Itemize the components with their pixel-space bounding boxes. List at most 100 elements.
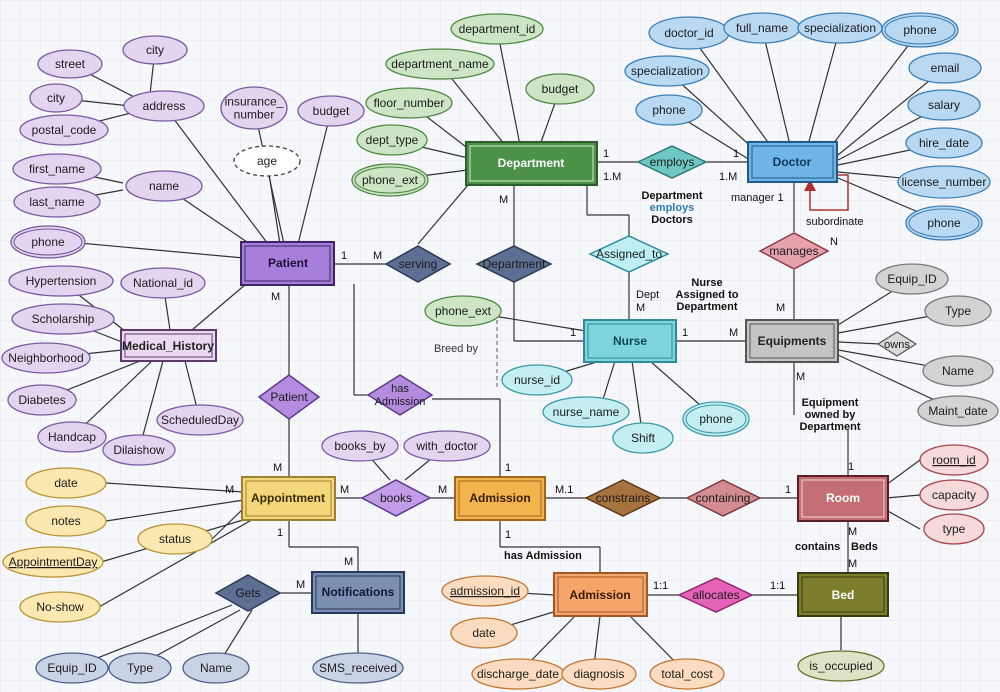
attribute-postal-code[interactable]: postal_code — [19, 114, 109, 146]
attribute-total-cost[interactable]: total_cost — [649, 658, 725, 690]
attribute-room-id[interactable]: room_id — [919, 444, 989, 476]
entity-admission-main[interactable]: Admission — [454, 476, 546, 521]
attribute-with-doctor[interactable]: with_doctor — [403, 430, 491, 462]
attribute-hire-date[interactable]: hire_date — [905, 127, 983, 159]
attribute-specialization-left[interactable]: specialization — [624, 55, 710, 87]
attribute-floor-number[interactable]: floor_number — [365, 87, 453, 119]
attribute-specialization-top[interactable]: specialization — [797, 12, 883, 44]
relationship-patient[interactable]: Patient — [257, 374, 321, 420]
attribute-department-id[interactable]: department_id — [450, 13, 544, 45]
entity-notifications[interactable]: Notifications — [311, 571, 405, 614]
attribute-address[interactable]: address — [123, 90, 205, 122]
attribute-dilaishow[interactable]: Dilaishow — [102, 434, 176, 466]
attribute-sms-received[interactable]: SMS_received — [312, 652, 404, 684]
attribute-scheduledday[interactable]: ScheduledDay — [156, 404, 244, 436]
relationship-manages[interactable]: manages — [758, 232, 830, 270]
attribute-equip-id-top[interactable]: Equip_ID — [875, 263, 949, 295]
entity-doctor[interactable]: Doctor — [747, 141, 838, 183]
relationship-books[interactable]: books — [360, 479, 432, 517]
attribute-doctor-id[interactable]: doctor_id — [648, 16, 730, 50]
attribute-last-name[interactable]: last_name — [13, 186, 101, 218]
attribute-phone-ext-dept[interactable]: phone_ext — [351, 163, 429, 197]
attribute-scholarship[interactable]: Scholarship — [11, 303, 115, 335]
attribute-name-notif[interactable]: Name — [182, 652, 250, 684]
relationship-owns[interactable]: owns — [876, 331, 918, 357]
note-contains: contains — [795, 541, 840, 553]
relationship-has-admission[interactable]: has Admission — [366, 374, 434, 416]
attribute-street[interactable]: street — [37, 49, 103, 79]
attribute-notes[interactable]: notes — [25, 505, 107, 537]
attribute-full-name[interactable]: full_name — [723, 12, 801, 44]
attribute-neighborhood[interactable]: Neighborhood — [1, 342, 91, 374]
attribute-hypertension[interactable]: Hypertension — [8, 265, 114, 297]
attribute-phone-nurse[interactable]: phone — [682, 401, 750, 437]
entity-medical-history[interactable]: Medical_History — [120, 329, 217, 362]
relationship-allocates[interactable]: allocates — [677, 577, 754, 613]
attribute-capacity[interactable]: capacity — [919, 479, 989, 511]
attribute-phone-ext-nurse[interactable]: phone_ext — [424, 295, 502, 327]
attribute-nurse-id[interactable]: nurse_id — [501, 364, 573, 396]
relationship-assigned-to[interactable]: Assigned_to — [588, 235, 670, 273]
relationship-containing[interactable]: containing — [685, 479, 762, 517]
attribute-label: phone — [31, 235, 65, 249]
attribute-name-patient[interactable]: name — [125, 170, 203, 202]
attribute-books-by[interactable]: books_by — [321, 430, 399, 462]
attribute-name-equip[interactable]: Name — [922, 355, 994, 387]
attribute-date-appt[interactable]: date — [25, 467, 107, 499]
attribute-maint-date[interactable]: Maint_date — [917, 395, 999, 427]
entity-patient[interactable]: Patient — [240, 241, 335, 286]
attribute-type-room[interactable]: type — [923, 513, 985, 545]
attribute-salary[interactable]: salary — [907, 89, 981, 121]
attribute-no-show[interactable]: No-show — [19, 591, 101, 623]
attribute-nurse-name[interactable]: nurse_name — [542, 396, 630, 428]
relationship-gets[interactable]: Gets — [214, 574, 282, 612]
attribute-first-name[interactable]: first_name — [12, 153, 102, 185]
entity-appointment[interactable]: Appointment — [241, 476, 336, 521]
attribute-license-number[interactable]: license_number — [897, 165, 991, 199]
attribute-appointmentday[interactable]: AppointmentDay — [2, 546, 104, 578]
attribute-budget-dept[interactable]: budget — [525, 73, 595, 105]
attribute-is-occupied[interactable]: is_occupied — [797, 650, 885, 682]
cardinality-appt-1: 1 — [277, 527, 283, 539]
attribute-handcap[interactable]: Handcap — [37, 421, 107, 453]
entity-department[interactable]: Department — [465, 141, 598, 186]
attribute-label: phone — [652, 103, 686, 117]
attribute-shift[interactable]: Shift — [612, 422, 674, 454]
relationship-constrains[interactable]: constrains — [584, 479, 662, 517]
attribute-city[interactable]: city — [29, 83, 83, 113]
attribute-status[interactable]: status — [137, 523, 213, 555]
attribute-type-notif[interactable]: Type — [108, 652, 172, 684]
entity-nurse[interactable]: Nurse — [583, 319, 677, 363]
relationship-serving[interactable]: serving — [384, 245, 452, 283]
relationship-employs[interactable]: employs — [636, 145, 708, 179]
attribute-insurance-number[interactable]: insurance_number — [220, 86, 288, 130]
attribute-national-id[interactable]: National_id — [120, 267, 206, 299]
attribute-department-name[interactable]: department_name — [385, 48, 495, 80]
attribute-city-top[interactable]: city — [122, 35, 188, 65]
entity-bed[interactable]: Bed — [797, 572, 889, 617]
attribute-admission-id[interactable]: admission_id — [441, 575, 529, 607]
note-dept-employs-2: employs — [650, 202, 695, 214]
attribute-phone-patient[interactable]: phone — [10, 225, 86, 259]
attribute-dept-type[interactable]: dept_type — [356, 124, 428, 156]
attribute-age[interactable]: age — [233, 145, 301, 177]
cardinality-doc-employs-b: 1.M — [719, 171, 737, 183]
relationship-department[interactable]: Department — [475, 245, 553, 283]
attribute-date-adm[interactable]: date — [450, 617, 518, 649]
attribute-equip-id-bottom[interactable]: Equip_ID — [35, 652, 109, 684]
note-equipment-owned-1: Equipment — [802, 397, 859, 409]
attribute-label: hire_date — [919, 136, 969, 150]
entity-admission-lower[interactable]: Admission — [553, 572, 648, 617]
entity-room[interactable]: Room — [797, 475, 889, 522]
attribute-diagnosis[interactable]: diagnosis — [561, 658, 637, 690]
attribute-phone-doc-top[interactable]: phone — [881, 12, 959, 48]
attribute-type-equip[interactable]: Type — [924, 295, 992, 327]
attribute-discharge-date[interactable]: discharge_date — [471, 658, 565, 690]
attribute-email[interactable]: email — [908, 52, 982, 84]
attribute-phone-doc-bottom[interactable]: phone — [905, 205, 983, 241]
attribute-diabetes[interactable]: Diabetes — [7, 384, 77, 416]
entity-equipments[interactable]: Equipments — [745, 319, 839, 363]
attribute-budget-patient[interactable]: budget — [297, 95, 365, 127]
attribute-phone-doc-left[interactable]: phone — [635, 94, 703, 126]
